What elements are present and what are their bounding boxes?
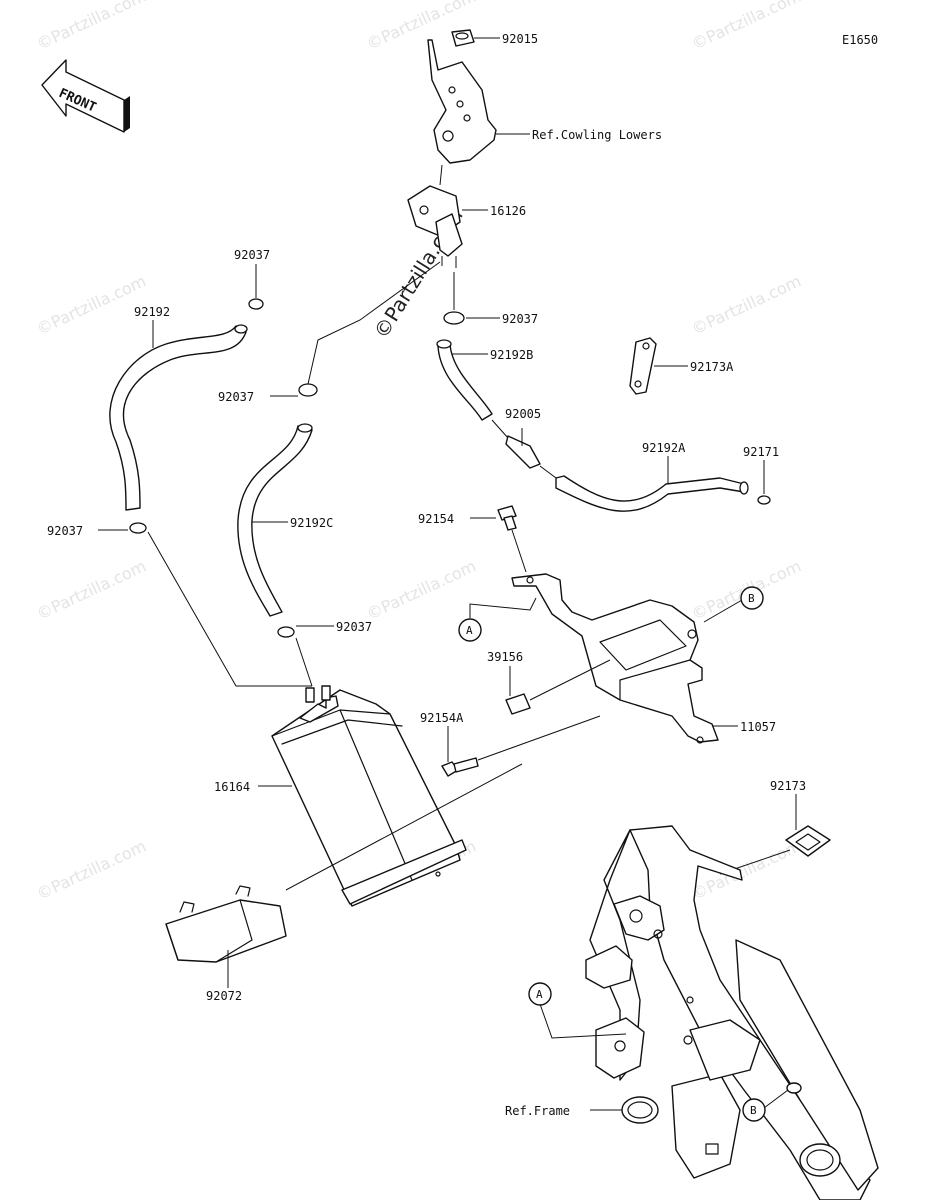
clip-92171 — [757, 495, 771, 505]
label-11057: 11057 — [740, 720, 776, 734]
watermark: ©Partzilla.com — [34, 556, 149, 623]
clamp-92037-bottom — [277, 626, 295, 638]
clamp-92173 — [785, 825, 831, 857]
label-16164: 16164 — [214, 780, 250, 794]
svg-text:A: A — [466, 624, 473, 637]
label-92154a: 92154A — [420, 711, 464, 725]
grommet-b — [786, 1082, 802, 1094]
bracket-11057 — [511, 573, 719, 744]
watermark: ©Partzilla.com — [689, 0, 804, 54]
label-92192b: 92192B — [490, 348, 533, 362]
hose-92192b — [436, 339, 493, 421]
watermark: ©Partzilla.com — [34, 271, 149, 338]
clamp-92037-valve — [443, 311, 465, 325]
callout-b-top: B — [740, 586, 764, 610]
clamp-92037-low — [298, 383, 318, 397]
label-92173: 92173 — [770, 779, 806, 793]
label-92037-low: 92037 — [218, 390, 254, 404]
canister-16164 — [271, 685, 467, 907]
label-92005: 92005 — [505, 407, 541, 421]
damper-39156 — [505, 693, 531, 715]
callout-a-bottom: A — [528, 982, 552, 1006]
solenoid-valve-16126 — [407, 185, 463, 268]
watermark: ©Partzilla.com — [689, 836, 804, 903]
diagram-code: E1650 — [842, 33, 878, 47]
label-92192: 92192 — [134, 305, 170, 319]
label-ref-frame: Ref.Frame — [505, 1104, 570, 1118]
watermark: ©Partzilla.com — [689, 271, 804, 338]
label-92015: 92015 — [502, 32, 538, 46]
bracket-92072 — [165, 885, 287, 963]
callout-a-top: A — [458, 618, 482, 642]
watermark: ©Partzilla.com — [34, 0, 149, 54]
frame-reference — [585, 825, 879, 1200]
clamp-92037-left — [129, 522, 147, 534]
bracket-92173a — [629, 337, 657, 395]
label-16126: 16126 — [490, 204, 526, 218]
label-92037-top: 92037 — [234, 248, 270, 262]
hose-92192a — [555, 475, 749, 512]
nut-92015 — [451, 29, 475, 47]
label-92173a: 92173A — [690, 360, 734, 374]
bolt-92154 — [497, 505, 517, 531]
hose-92192c — [237, 423, 313, 617]
svg-text:A: A — [536, 988, 543, 1001]
fitting-92005 — [505, 435, 541, 469]
watermark: ©Partzilla.com — [34, 836, 149, 903]
label-39156: 39156 — [487, 650, 523, 664]
label-92037-valve: 92037 — [502, 312, 538, 326]
label-92171: 92171 — [743, 445, 779, 459]
callout-b-bottom: B — [742, 1098, 766, 1122]
svg-text:B: B — [748, 592, 755, 605]
clamp-92037-top — [248, 298, 264, 310]
front-arrow-icon: FRONT — [41, 59, 130, 133]
label-92037-bottom: 92037 — [336, 620, 372, 634]
label-92072: 92072 — [206, 989, 242, 1003]
label-92037-left: 92037 — [47, 524, 83, 538]
watermark: ©Partzilla.com — [364, 0, 479, 54]
label-92154: 92154 — [418, 512, 454, 526]
watermark-group: ©Partzilla.com ©Partzilla.com ©Partzilla… — [34, 0, 804, 904]
watermark: ©Partzilla.com — [364, 556, 479, 623]
label-92192a: 92192A — [642, 441, 686, 455]
cowling-bracket — [427, 39, 497, 164]
hose-92192 — [109, 324, 248, 511]
bolt-92154a — [441, 757, 479, 777]
label-92192c: 92192C — [290, 516, 333, 530]
label-ref-cowling: Ref.Cowling Lowers — [532, 128, 662, 142]
svg-text:B: B — [750, 1104, 757, 1117]
